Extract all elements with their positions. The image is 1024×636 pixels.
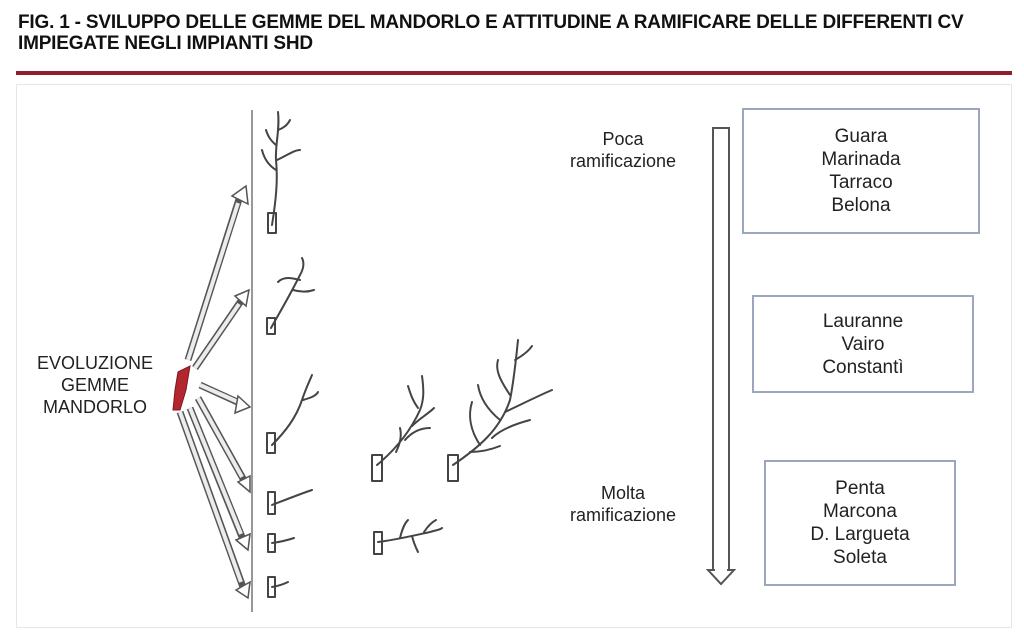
cultivar-name: Guara (834, 126, 888, 147)
cultivar-name: Soleta (833, 547, 887, 568)
arrowhead-2 (233, 288, 250, 308)
cultivar-name: Tarraco (829, 172, 893, 193)
cultivar-name: Belona (831, 195, 891, 216)
cultivar-name: Penta (835, 478, 885, 499)
arrowhead-1 (230, 184, 249, 206)
arrowhead-4 (236, 474, 251, 494)
shoot-sketch-1 (261, 111, 301, 234)
figure-title: FIG. 1 - SVILUPPO DELLE GEMME DEL MANDOR… (18, 12, 964, 54)
cultivar-name: Vairo (841, 333, 885, 355)
shoot-sketch-6 (267, 576, 289, 598)
cultivar-name: Lauranne (822, 310, 904, 332)
arrowhead-5 (234, 532, 251, 552)
high-branching-label: Molta ramificazione (569, 483, 677, 525)
cultivar-name: Constantì (822, 356, 904, 378)
shoot-sketch-2 (266, 257, 315, 335)
shoot-sketch-5 (267, 533, 295, 553)
cultivar-group-medium: Lauranne Vairo Constantì (752, 295, 974, 393)
title-rule (16, 71, 1012, 75)
cultivar-group-low: Guara Marinada Tarraco Belona (742, 108, 980, 234)
shoot-sketch-9 (373, 519, 443, 555)
low-branching-label: Poca ramificazione (569, 129, 677, 171)
bud-evolution-label: EVOLUZIONE GEMME MANDORLO (36, 353, 154, 417)
cultivar-name: D. Largueta (810, 524, 910, 545)
shoot-sketch-4 (267, 489, 313, 515)
cultivar-group-high: Penta Marcona D. Largueta Soleta (764, 460, 956, 586)
arrowhead-6 (234, 580, 251, 600)
arrowhead-3 (234, 394, 252, 415)
shoot-sketch-8 (447, 339, 553, 482)
shoot-sketch-7 (371, 375, 435, 482)
branching-scale-arrow (705, 127, 737, 586)
cultivar-name: Marinada (821, 149, 901, 170)
almond-bud (172, 365, 191, 411)
shoot-sketch-3 (266, 374, 319, 454)
cultivar-name: Marcona (823, 501, 897, 522)
